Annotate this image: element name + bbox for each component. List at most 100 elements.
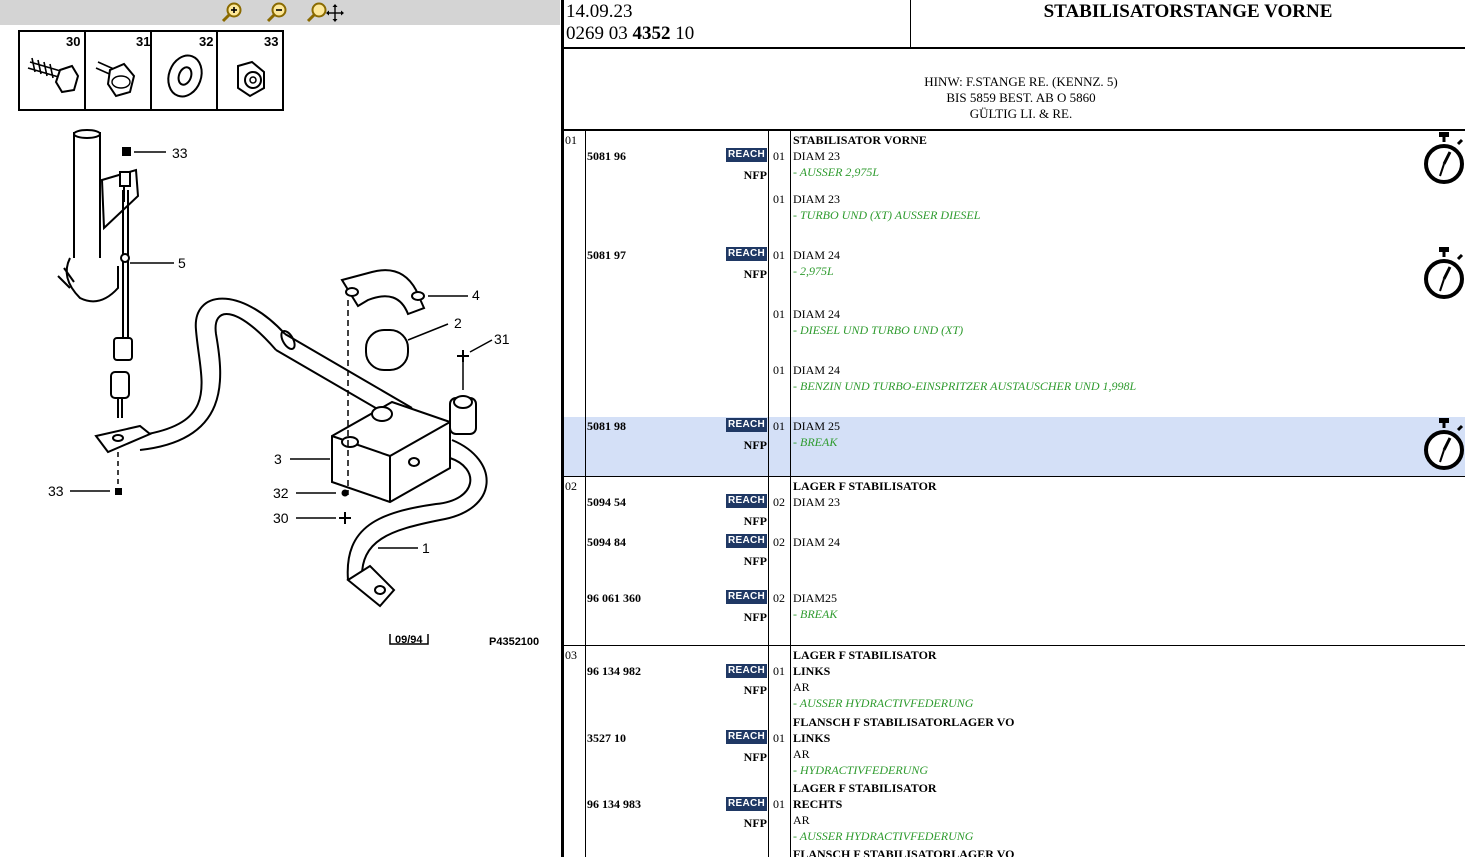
callout-31: 31 [494, 331, 510, 347]
part-number[interactable]: 96 134 982 [587, 664, 641, 678]
part-condition: - AUSSER HYDRACTIVFEDERUNG [793, 829, 974, 843]
part-number[interactable]: 3527 10 [587, 731, 626, 745]
washer-marker [341, 489, 349, 497]
zoom-out-icon[interactable] [266, 1, 290, 23]
reach-badge: REACH [726, 730, 767, 744]
link-rod [94, 147, 152, 454]
part-number[interactable]: 5081 97 [587, 248, 626, 262]
note-block: HINW: F.STANGE RE. (KENNZ. 5) BIS 5859 B… [564, 74, 1465, 122]
quantity: 01 [773, 363, 785, 377]
inset-label: 31 [136, 34, 150, 49]
page-title: STABILISATORSTANGE VORNE [1043, 1, 1333, 22]
part-side: LINKS [793, 664, 831, 678]
highlighted-row[interactable] [564, 417, 1465, 476]
group-rule [564, 645, 1465, 646]
column-rule [768, 131, 769, 857]
group-number: 02 [565, 479, 577, 493]
nfp-label: NFP [743, 816, 767, 830]
callout-32: 32 [273, 485, 289, 501]
inset-label: 32 [199, 34, 213, 49]
stopwatch-icon[interactable] [1422, 416, 1465, 474]
header-divider [910, 0, 911, 47]
part-title: FLANSCH F STABILISATORLAGER VO [793, 847, 1015, 857]
part-condition: - HYDRACTIVFEDERUNG [793, 763, 928, 777]
part-side: LINKS [793, 731, 831, 745]
part-desc: DIAM25 [793, 591, 837, 605]
part-desc: DIAM 24 [793, 535, 840, 549]
zoom-in-icon[interactable] [221, 1, 245, 23]
part-number[interactable]: 5081 98 [587, 419, 626, 433]
header-date: 14.09.23 [566, 1, 633, 22]
column-rule [585, 131, 586, 857]
reach-badge: REACH [726, 418, 767, 432]
part-title: LAGER F STABILISATOR [793, 479, 937, 493]
reach-badge: REACH [726, 797, 767, 811]
exploded-parts-diagram: 30 31 32 33 [18, 30, 539, 648]
header-ref: 0269 03 4352 10 [566, 23, 695, 44]
nfp-label: NFP [743, 554, 767, 568]
callout-4: 4 [472, 287, 480, 303]
part-condition: - 2,975L [793, 264, 834, 278]
reach-badge: REACH [726, 534, 767, 548]
nfp-label: NFP [743, 267, 767, 281]
part-desc: DIAM 24 [793, 363, 840, 377]
stabilizer-bearing [331, 269, 477, 504]
part-title: LAGER F STABILISATOR [793, 648, 937, 662]
reach-badge: REACH [726, 494, 767, 508]
part-number[interactable]: 5094 84 [587, 535, 626, 549]
part-condition: - AUSSER HYDRACTIVFEDERUNG [793, 696, 974, 710]
column-rule [790, 131, 791, 857]
table-top-rule [564, 129, 1465, 131]
parts-list-pane: 14.09.23 0269 03 4352 10 STABILISATORSTA… [564, 0, 1465, 857]
part-desc: AR [793, 680, 810, 694]
reach-badge: REACH [726, 148, 767, 162]
reach-badge: REACH [726, 247, 767, 261]
nfp-label: NFP [743, 750, 767, 764]
callout-30: 30 [273, 510, 289, 526]
reach-badge: REACH [726, 664, 767, 678]
callout-5: 5 [178, 255, 186, 271]
nfp-label: NFP [743, 438, 767, 452]
quantity: 01 [773, 419, 785, 433]
reach-badge: REACH [726, 590, 767, 604]
part-number[interactable]: 96 061 360 [587, 591, 641, 605]
header-info: 14.09.23 0269 03 4352 10 [566, 0, 910, 47]
note-line: BIS 5859 BEST. AB O 5860 [946, 90, 1096, 105]
part-desc: AR [793, 747, 810, 761]
quantity: 01 [773, 307, 785, 321]
part-desc: DIAM 25 [793, 419, 840, 433]
note-line: HINW: F.STANGE RE. (KENNZ. 5) [924, 74, 1118, 89]
part-desc: DIAM 23 [793, 192, 840, 206]
diagram-stamp: 09/94 [395, 634, 423, 646]
group-number: 03 [565, 648, 577, 662]
stopwatch-icon[interactable] [1422, 245, 1465, 303]
stabilizer-bar [139, 297, 488, 608]
nfp-label: NFP [743, 514, 767, 528]
part-number[interactable]: 5081 96 [587, 149, 626, 163]
part-number[interactable]: 5094 54 [587, 495, 626, 509]
callout-3: 3 [274, 451, 282, 467]
part-desc: DIAM 24 [793, 248, 840, 262]
pane-divider[interactable] [561, 0, 564, 857]
group-number: 01 [565, 133, 577, 147]
part-condition: - DIESEL UND TURBO UND (XT) [793, 323, 964, 337]
quantity: 02 [773, 535, 785, 549]
quantity: 01 [773, 797, 785, 811]
quantity: 02 [773, 495, 785, 509]
nut-marker [115, 488, 122, 495]
part-side: RECHTS [793, 797, 843, 811]
diagram-ref: P4352100 [489, 636, 539, 648]
part-condition: - BENZIN UND TURBO-EINSPRITZER AUSTAUSCH… [793, 379, 1137, 393]
part-number[interactable]: 96 134 983 [587, 797, 641, 811]
quantity: 02 [773, 591, 785, 605]
header-rule [564, 47, 1465, 49]
part-title: LAGER F STABILISATOR [793, 781, 937, 795]
quantity: 01 [773, 192, 785, 206]
quantity: 01 [773, 248, 785, 262]
zoom-pan-icon[interactable] [306, 1, 346, 23]
stopwatch-icon[interactable] [1422, 130, 1465, 188]
bolt-marker [457, 350, 469, 362]
nfp-label: NFP [743, 683, 767, 697]
note-line: GÜLTIG LI. & RE. [969, 106, 1073, 121]
quantity: 01 [773, 149, 785, 163]
